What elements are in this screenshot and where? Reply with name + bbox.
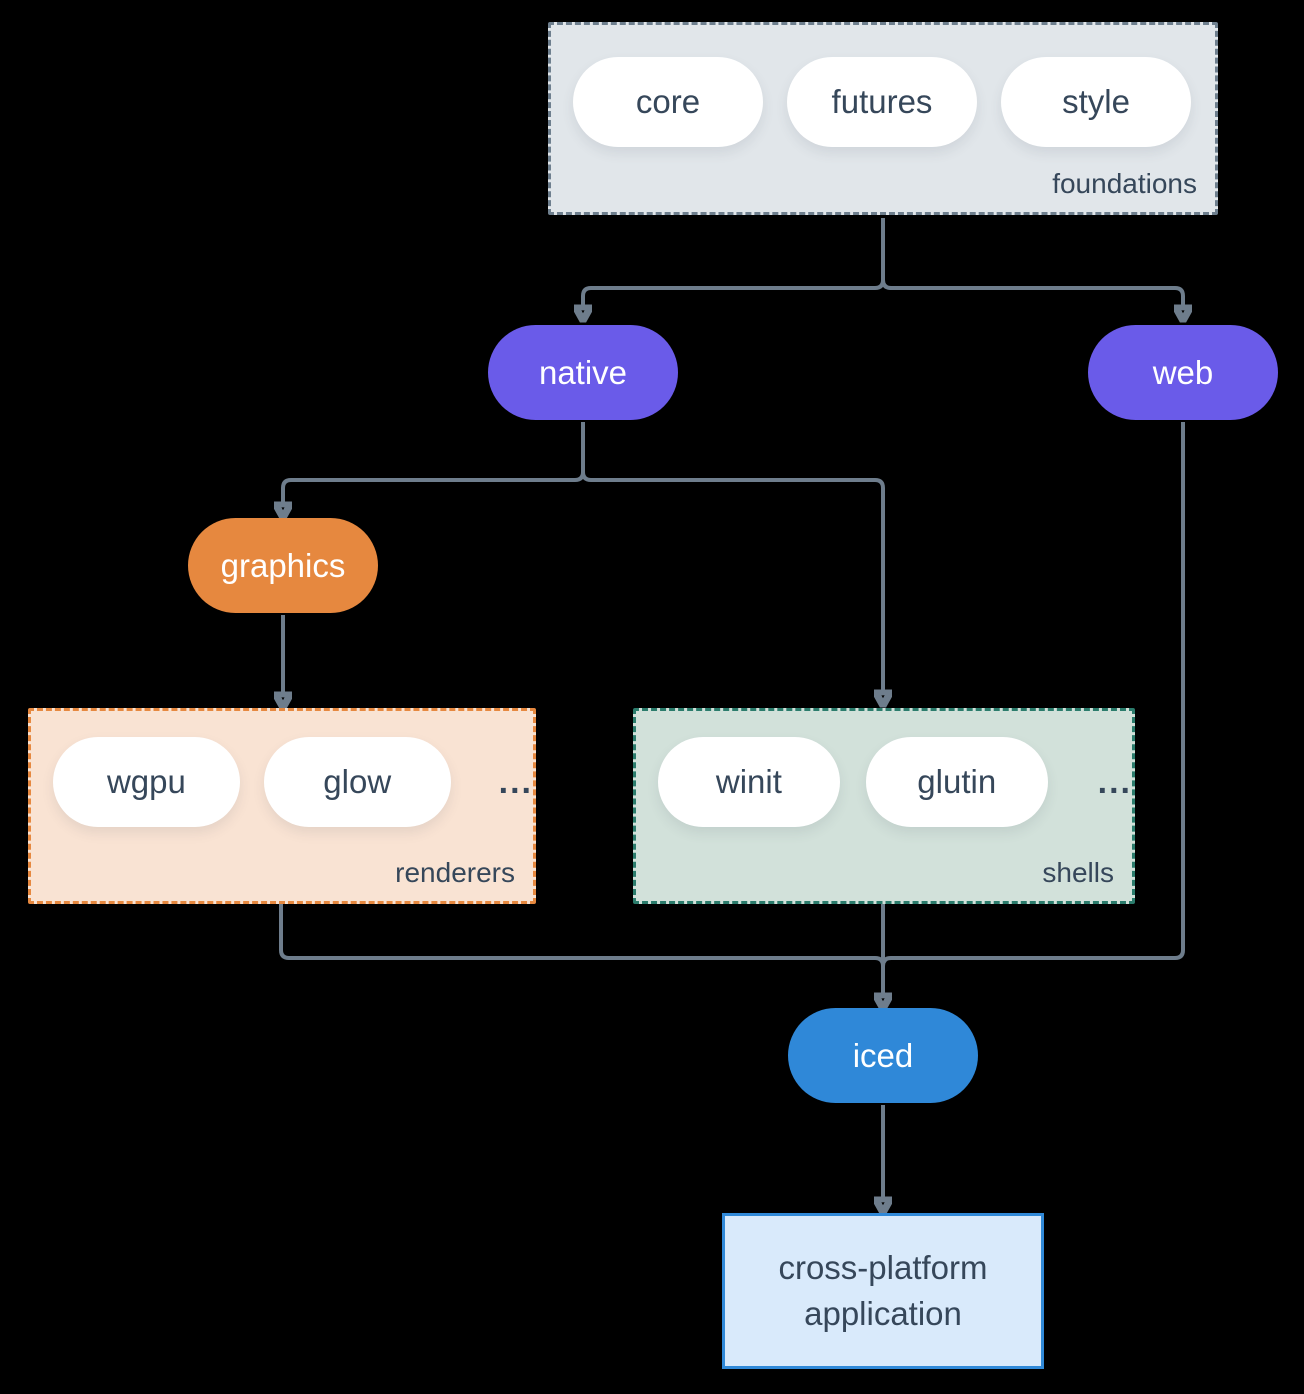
group-renderers: wgpu glow ... renderers bbox=[28, 708, 536, 904]
pill-glutin: glutin bbox=[865, 737, 1048, 827]
pill-futures: futures bbox=[787, 57, 977, 147]
node-iced: iced bbox=[788, 1008, 978, 1103]
pill-style: style bbox=[1001, 57, 1191, 147]
renderers-pill-row: wgpu glow ... bbox=[31, 711, 533, 827]
pill-glow: glow bbox=[263, 737, 451, 827]
connector-foundations-native bbox=[583, 218, 885, 308]
group-shells: winit glutin ... shells bbox=[633, 708, 1135, 904]
shells-pill-row: winit glutin ... bbox=[636, 711, 1132, 827]
connector-native-shells bbox=[581, 422, 883, 693]
renderers-ellipsis: ... bbox=[498, 762, 533, 801]
pill-winit: winit bbox=[658, 737, 840, 827]
foundations-pill-row: core futures style bbox=[551, 25, 1215, 147]
pill-core: core bbox=[573, 57, 763, 147]
shells-ellipsis: ... bbox=[1097, 762, 1132, 801]
connector-renderers-iced bbox=[279, 903, 885, 972]
connector-foundations-web bbox=[881, 218, 1183, 308]
pill-wgpu: wgpu bbox=[53, 737, 240, 827]
renderers-label: renderers bbox=[395, 857, 515, 888]
group-foundations: core futures style foundations bbox=[548, 22, 1218, 215]
node-web: web bbox=[1088, 325, 1278, 420]
foundations-label: foundations bbox=[1052, 168, 1197, 199]
node-cross-platform-application: cross-platform application bbox=[722, 1213, 1044, 1369]
node-native: native bbox=[488, 325, 678, 420]
connector-native-graphics bbox=[283, 422, 585, 505]
application-label: cross-platform application bbox=[778, 1249, 988, 1332]
shells-label: shells bbox=[1042, 857, 1114, 888]
node-graphics: graphics bbox=[188, 518, 378, 613]
